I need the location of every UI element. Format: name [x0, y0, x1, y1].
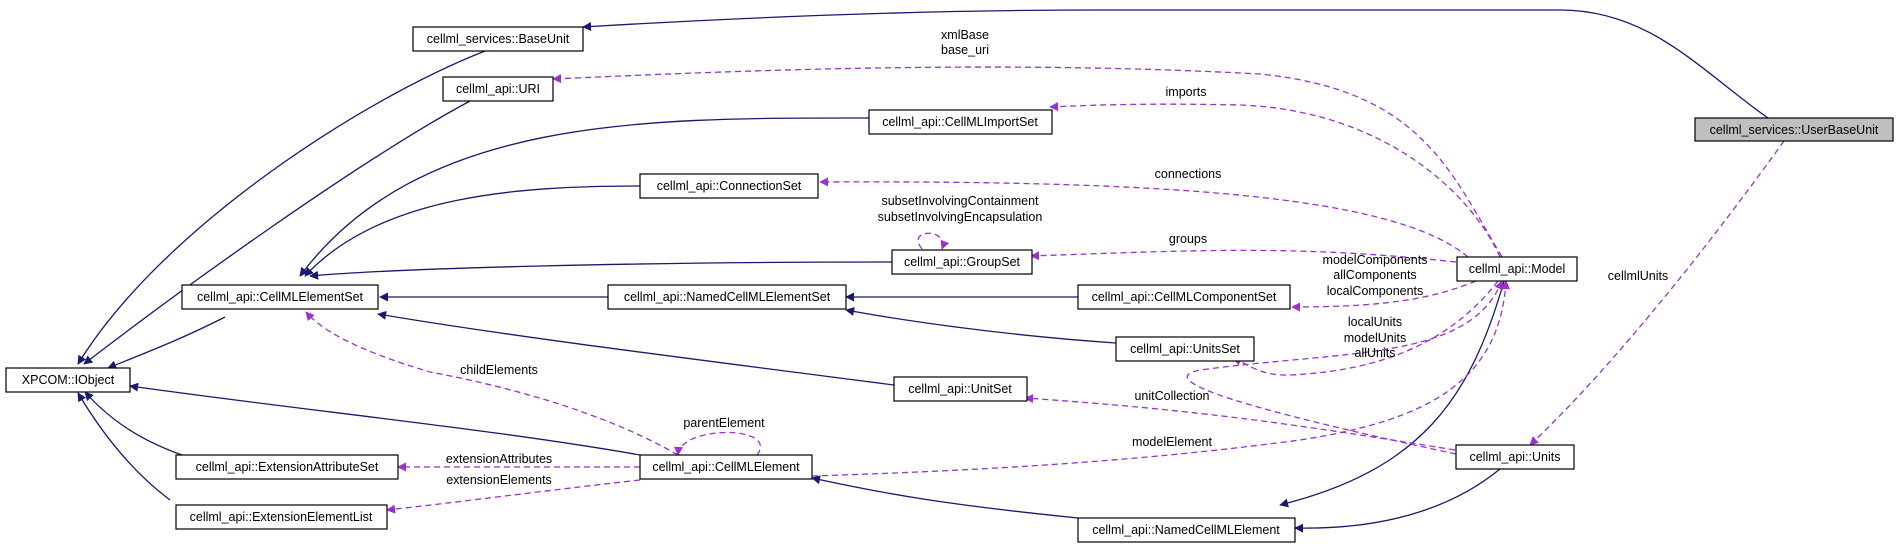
edge-model-to-groupset: [1030, 249, 1457, 263]
node-ext-attr-set-label: cellml_api::ExtensionAttributeSet: [196, 460, 379, 474]
label-unit-collection: unitCollection: [1134, 389, 1209, 403]
label-all-components: allComponents: [1333, 268, 1416, 282]
node-iobject[interactable]: XPCOM::IObject: [5, 367, 131, 393]
label-extension-attributes: extensionAttributes: [446, 452, 552, 466]
node-component-set[interactable]: cellml_api::CellMLComponentSet: [1077, 284, 1291, 310]
edge-extattrset-to-iobject: [84, 391, 183, 456]
label-cellml-units: cellmlUnits: [1608, 269, 1668, 283]
edge-model-to-namedelement: [1279, 280, 1505, 508]
node-import-set[interactable]: cellml_api::CellMLImportSet: [868, 109, 1053, 135]
node-base-unit-label: cellml_services::BaseUnit: [427, 32, 570, 46]
edge-baseunit-to-iobject: [77, 50, 486, 365]
node-element-set[interactable]: cellml_api::CellMLElementSet: [181, 284, 379, 310]
edge-importset-to-elementset: [299, 117, 870, 277]
edge-element-to-iobject: [129, 382, 641, 456]
label-model-units: modelUnits: [1344, 331, 1407, 345]
edge-element-to-extelemlist: [386, 479, 641, 514]
label-subset-containment: subsetInvolvingContainment: [881, 194, 1039, 208]
node-units-set-label: cellml_api::UnitsSet: [1130, 342, 1240, 356]
node-named-element[interactable]: cellml_api::NamedCellMLElement: [1077, 517, 1296, 543]
node-user-base-unit[interactable]: cellml_services::UserBaseUnit: [1694, 117, 1894, 142]
edge-userbaseunit-to-baseunit: [582, 9, 1769, 119]
edge-element-self: [674, 431, 761, 456]
node-element-label: cellml_api::CellMLElement: [652, 460, 800, 474]
label-subset-encapsulation: subsetInvolvingEncapsulation: [878, 210, 1043, 224]
label-base-uri: base_uri: [941, 43, 989, 57]
node-user-base-unit-label: cellml_services::UserBaseUnit: [1710, 123, 1879, 137]
node-unit-set-label: cellml_api::UnitSet: [908, 382, 1012, 396]
node-units[interactable]: cellml_api::Units: [1455, 444, 1575, 470]
edge-units-to-unitset: [1024, 394, 1456, 451]
node-ext-elem-list[interactable]: cellml_api::ExtensionElementList: [175, 504, 388, 530]
label-model-components: modelComponents: [1323, 253, 1428, 267]
edge-unitset-to-elementset: [377, 310, 895, 386]
usage-edges: [305, 66, 1785, 514]
label-xml-base: xmlBase: [941, 28, 989, 42]
edge-userbaseunit-to-units: [1529, 140, 1785, 446]
edge-namedelement-to-element: [811, 475, 1079, 519]
edge-elementset-to-iobject: [107, 316, 226, 370]
node-units-set[interactable]: cellml_api::UnitsSet: [1115, 336, 1255, 362]
label-connections: connections: [1155, 167, 1222, 181]
edge-units-to-namedelement: [1294, 468, 1501, 533]
node-ext-elem-list-label: cellml_api::ExtensionElementList: [190, 510, 373, 524]
label-parent-element: parentElement: [683, 416, 765, 430]
inheritance-edges: [77, 9, 1769, 533]
node-ext-attr-set[interactable]: cellml_api::ExtensionAttributeSet: [175, 454, 399, 480]
node-model[interactable]: cellml_api::Model: [1456, 256, 1578, 282]
node-iobject-label: XPCOM::IObject: [22, 373, 115, 387]
edge-connectionset-to-elementset: [304, 185, 641, 277]
node-base-unit[interactable]: cellml_services::BaseUnit: [412, 26, 584, 52]
node-unit-set[interactable]: cellml_api::UnitSet: [893, 376, 1028, 402]
node-component-set-label: cellml_api::CellMLComponentSet: [1092, 290, 1277, 304]
edge-model-to-unitsset: [1232, 280, 1499, 376]
node-model-label: cellml_api::Model: [1469, 262, 1566, 276]
edge-groupset-to-elementset: [309, 261, 893, 280]
node-units-label: cellml_api::Units: [1469, 450, 1560, 464]
label-extension-elements: extensionElements: [446, 473, 552, 487]
label-local-units: localUnits: [1348, 315, 1402, 329]
edge-labels: xmlBase base_uri imports connections sub…: [446, 28, 1668, 487]
label-groups: groups: [1169, 232, 1207, 246]
label-all-units: allUnits: [1355, 346, 1396, 360]
edge-extelemlist-to-iobject: [77, 392, 171, 501]
edge-model-to-uri: [552, 66, 1503, 258]
node-named-element-set[interactable]: cellml_api::NamedCellMLElementSet: [607, 284, 847, 310]
label-local-components: localComponents: [1327, 284, 1424, 298]
node-uri-label: cellml_api::URI: [456, 82, 540, 96]
node-group-set[interactable]: cellml_api::GroupSet: [891, 249, 1033, 275]
edge-units-to-model: [1186, 280, 1504, 455]
node-element[interactable]: cellml_api::CellMLElement: [639, 454, 813, 480]
edge-model-to-connectionset: [819, 177, 1469, 258]
edge-uri-to-iobject: [83, 100, 471, 365]
node-element-set-label: cellml_api::CellMLElementSet: [197, 290, 364, 304]
edge-model-to-importset: [1049, 102, 1501, 258]
edge-groupset-self: [917, 232, 950, 250]
node-uri[interactable]: cellml_api::URI: [442, 76, 554, 102]
node-import-set-label: cellml_api::CellMLImportSet: [882, 115, 1038, 129]
label-imports: imports: [1166, 85, 1207, 99]
edge-element-to-elementset: [305, 311, 679, 456]
label-model-element: modelElement: [1132, 435, 1212, 449]
node-named-element-set-label: cellml_api::NamedCellMLElementSet: [624, 290, 831, 304]
node-group-set-label: cellml_api::GroupSet: [904, 255, 1021, 269]
node-connection-set-label: cellml_api::ConnectionSet: [657, 179, 802, 193]
edge-unitsset-to-namedelementset: [845, 307, 1117, 344]
node-connection-set[interactable]: cellml_api::ConnectionSet: [639, 173, 819, 199]
label-child-elements: childElements: [460, 363, 538, 377]
edge-element-to-model: [811, 280, 1510, 477]
node-named-element-label: cellml_api::NamedCellMLElement: [1092, 523, 1280, 537]
